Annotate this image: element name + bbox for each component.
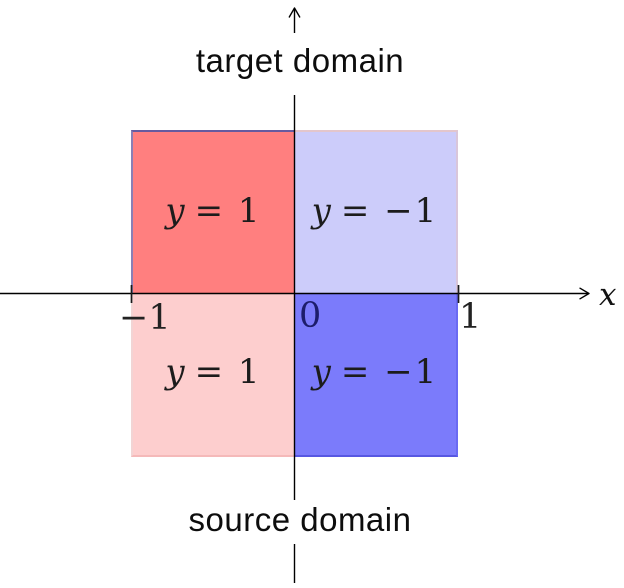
quadrant-target-right: y= −1 [294,130,458,293]
quadrant-label: y= 1 [165,355,261,389]
math-var: y [165,190,185,231]
math-eq: = −1 [340,190,439,231]
quadrant-label: y= −1 [312,194,439,228]
math-var: y [165,352,185,392]
target-domain-label: target domain [195,42,405,79]
y-axis-arrowhead-icon [288,7,301,18]
quadrant-label: y= 1 [165,194,261,228]
math-eq: = 1 [194,352,262,392]
quadrant-source-right: y= −1 [294,293,458,457]
source-domain-label: source domain [188,501,412,538]
x-axis-variable-label: x [599,277,617,313]
math-eq: = −1 [340,352,439,392]
math-var: y [311,352,331,392]
math-var: y [311,190,331,231]
tick-label-zero: 0 [299,296,322,336]
tick-label-minus1: −1 [119,298,171,338]
quadrant-label: y= −1 [312,355,439,389]
quadrant-source-left: y= 1 [131,293,294,457]
x-axis-arrowhead-icon [579,287,590,300]
quadrant-target-left: y= 1 [131,130,294,293]
tick-label-one: 1 [459,297,482,337]
math-eq: = 1 [194,190,262,231]
